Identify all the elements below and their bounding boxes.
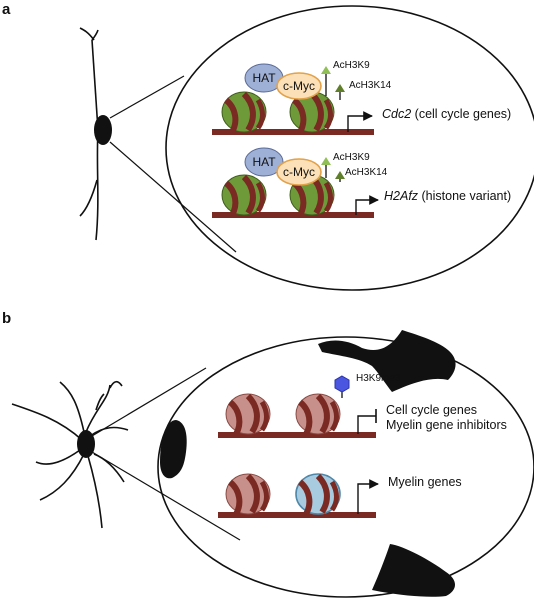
dna-strand	[218, 512, 376, 518]
cmyc-protein	[276, 72, 322, 100]
nucleosome-active	[221, 174, 267, 217]
acetyl-mark-icon	[335, 84, 345, 92]
acetyl-mark-icon	[335, 171, 345, 179]
nucleosome-open	[295, 473, 341, 516]
nucleosome-repressed	[295, 393, 341, 436]
cell-process	[95, 393, 105, 411]
cell-process	[39, 453, 85, 501]
dna-strand	[212, 212, 374, 218]
mark-label: AcH3K14	[349, 80, 392, 91]
zoom-line-top-a	[109, 75, 185, 119]
transcription-arrow-icon	[355, 195, 379, 215]
cell-b	[11, 380, 129, 529]
nucleosome-repressed	[225, 473, 271, 516]
cell-process	[79, 27, 95, 41]
heterochromatin-blob	[372, 544, 455, 597]
cmyc-label: c-Myc	[283, 165, 315, 179]
zoom-line-bottom-b	[91, 451, 241, 541]
nucleus-a	[165, 5, 534, 291]
chromatin-row-b2: Myelin genes	[218, 473, 462, 518]
methyl-mark-icon	[334, 375, 350, 393]
cell-body-a	[94, 115, 112, 145]
cell-process	[59, 381, 85, 433]
cell-process	[91, 39, 99, 131]
nucleus-b	[157, 336, 534, 598]
hat-label: HAT	[252, 71, 276, 85]
acetyl-mark-icon	[321, 66, 331, 74]
dna-strand	[212, 129, 374, 135]
mark-label: AcH3K9	[333, 152, 370, 163]
cmyc-protein	[276, 158, 322, 186]
cell-process	[79, 179, 98, 217]
mark-label: H3K9me3	[356, 373, 401, 384]
zoom-line-top-b	[91, 367, 207, 437]
chromatin-row-a2: HAT c-Myc AcH3K9 AcH3K14 H2Afz (histone …	[212, 147, 511, 218]
heterochromatin-blob	[160, 420, 187, 479]
nucleosome-active	[221, 91, 267, 134]
chromatin-row-a1: HAT c-Myc AcH3K9 AcH3K14 Cdc2 (cell cycl…	[212, 60, 511, 135]
dna-strand	[218, 432, 376, 438]
panel-b-label: b	[2, 310, 11, 327]
transcription-arrow-icon	[347, 111, 373, 132]
chromatin-row-b1: H3K9me3 Cell cycle genes Myelin gene inh…	[218, 373, 507, 438]
cell-process	[11, 403, 83, 441]
gene-label-b1-line1: Cell cycle genes	[386, 403, 477, 417]
gene-label-a1: Cdc2 (cell cycle genes)	[382, 107, 511, 121]
gene-label-a2: H2Afz (histone variant)	[384, 189, 511, 203]
hat-protein	[244, 147, 284, 177]
cell-body-b	[77, 430, 95, 458]
panel-a-label: a	[2, 1, 11, 18]
cell-process	[35, 449, 81, 465]
gene-label-b2: Myelin genes	[388, 475, 462, 489]
transcription-arrow-icon	[357, 479, 379, 514]
hat-label: HAT	[252, 155, 276, 169]
zoom-line-bottom-a	[109, 141, 237, 253]
acetyl-mark-icon	[321, 157, 331, 165]
cell-process	[85, 384, 111, 433]
repression-line	[357, 415, 376, 434]
cell-process	[89, 426, 129, 437]
cmyc-label: c-Myc	[283, 79, 315, 93]
mark-label: AcH3K14	[345, 167, 388, 178]
gene-label-b1-line2: Myelin gene inhibitors	[386, 418, 507, 432]
cell-process	[91, 29, 99, 41]
nucleosome-active	[289, 91, 335, 134]
cell-process	[87, 455, 103, 529]
mark-label: AcH3K9	[333, 60, 370, 71]
nucleosome-repressed	[225, 393, 271, 436]
cell-process	[109, 380, 123, 389]
heterochromatin-blob	[318, 330, 456, 392]
